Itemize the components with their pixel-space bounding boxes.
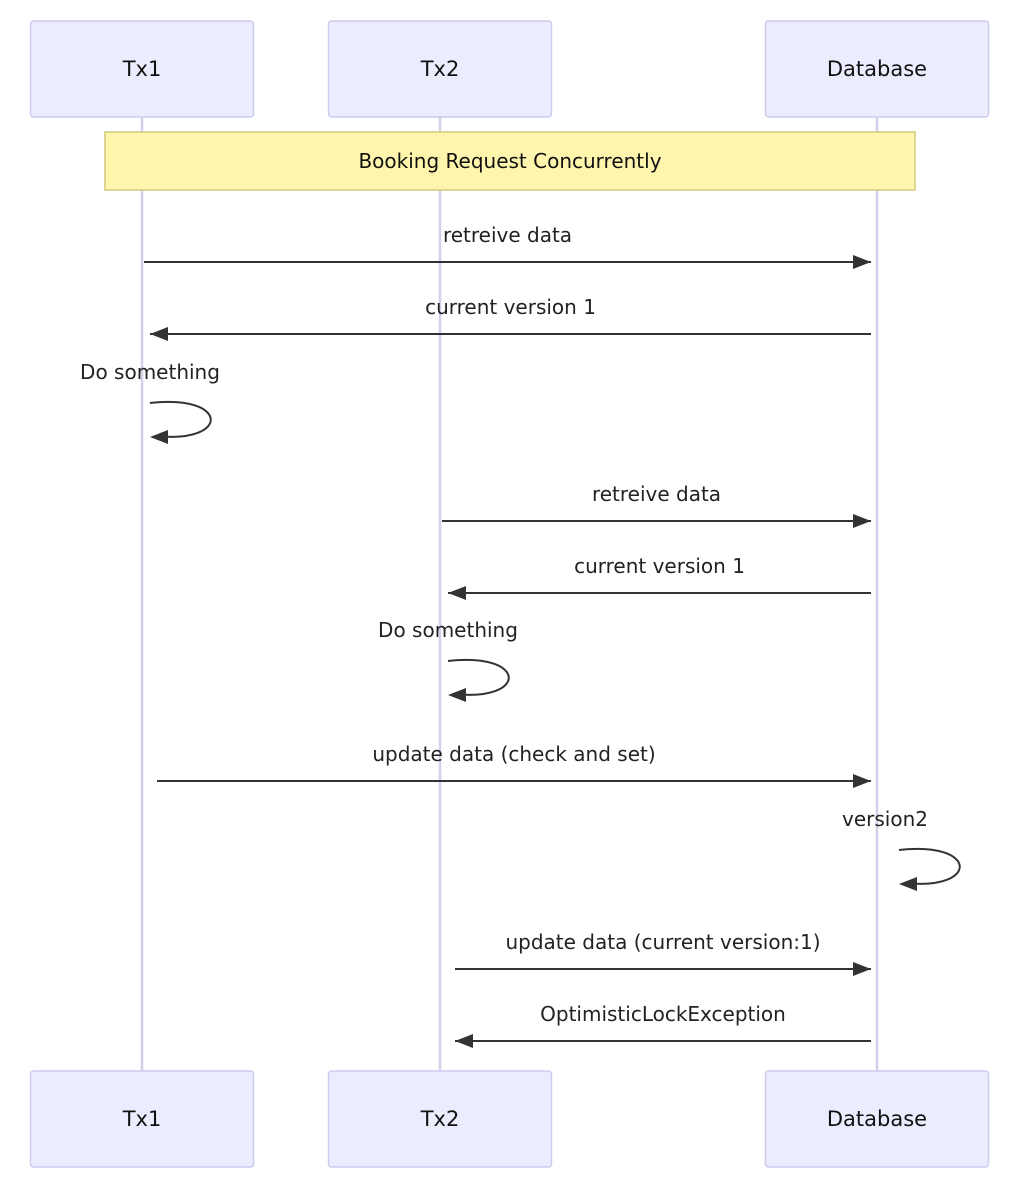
arrowhead <box>853 514 871 528</box>
actor-label: Tx2 <box>420 1107 460 1131</box>
message-4-retreive-data: retreive data <box>442 482 871 528</box>
actor-box <box>764 1070 990 1168</box>
arrowhead <box>150 327 168 341</box>
arrowhead <box>150 430 168 444</box>
message-label: current version 1 <box>574 554 745 578</box>
message-label: current version 1 <box>425 295 596 319</box>
actor-box <box>327 1070 553 1168</box>
actor-db-top: Database <box>764 20 990 118</box>
arrowhead <box>853 255 871 269</box>
actor-box <box>29 1070 255 1168</box>
actor-box <box>327 20 553 118</box>
arrowhead <box>899 877 917 891</box>
arrowhead <box>853 962 871 976</box>
lifelines <box>140 117 879 1071</box>
arrowhead <box>853 774 871 788</box>
actor-db-bottom: Database <box>764 1070 990 1168</box>
message-label: OptimisticLockException <box>540 1002 786 1026</box>
messages: retreive data current version 1 Do somethi… <box>80 223 961 1048</box>
actor-label: Database <box>827 1107 927 1131</box>
actor-label: Tx2 <box>420 57 460 81</box>
actor-tx2-bottom: Tx2 <box>327 1070 553 1168</box>
actor-box <box>764 20 990 118</box>
message-label: Do something <box>378 618 518 642</box>
message-label: Do something <box>80 360 220 384</box>
message-label: version2 <box>842 807 928 831</box>
message-7-update-data-check-and-set: update data (check and set) <box>157 742 871 788</box>
actor-tx1-bottom: Tx1 <box>29 1070 255 1168</box>
note-layer: Booking Request Concurrently <box>104 131 916 191</box>
message-6-do-something: Do something <box>378 618 518 702</box>
actor-label: Tx1 <box>122 1107 162 1131</box>
message-10-optimisticlockexception: OptimisticLockException <box>455 1002 871 1048</box>
arrowhead <box>455 1034 473 1048</box>
self-loop <box>898 847 961 885</box>
message-label: update data (current version:1) <box>505 930 820 954</box>
message-3-do-something: Do something <box>80 360 220 444</box>
arrowhead <box>448 688 466 702</box>
message-label: retreive data <box>443 223 572 247</box>
note-text: Booking Request Concurrently <box>358 149 661 173</box>
actors-bottom: Tx1 Tx2 Database <box>29 1070 990 1168</box>
message-label: retreive data <box>592 482 721 506</box>
actor-tx1-top: Tx1 <box>29 20 255 118</box>
actors-top: Tx1 Tx2 Database <box>29 20 990 118</box>
arrowhead <box>448 586 466 600</box>
message-5-current-version-1: current version 1 <box>448 554 871 600</box>
message-2-current-version-1: current version 1 <box>150 295 871 341</box>
actor-label: Database <box>827 57 927 81</box>
message-9-update-data-current-version-1: update data (current version:1) <box>455 930 871 976</box>
self-loop <box>149 400 212 438</box>
actor-box <box>29 20 255 118</box>
message-8-version2: version2 <box>842 807 961 891</box>
actor-label: Tx1 <box>122 57 162 81</box>
note-box <box>104 131 916 191</box>
message-label: update data (check and set) <box>372 742 655 766</box>
actor-tx2-top: Tx2 <box>327 20 553 118</box>
self-loop <box>447 658 510 696</box>
note: Booking Request Concurrently <box>104 131 916 191</box>
message-1-retreive-data: retreive data <box>144 223 871 269</box>
